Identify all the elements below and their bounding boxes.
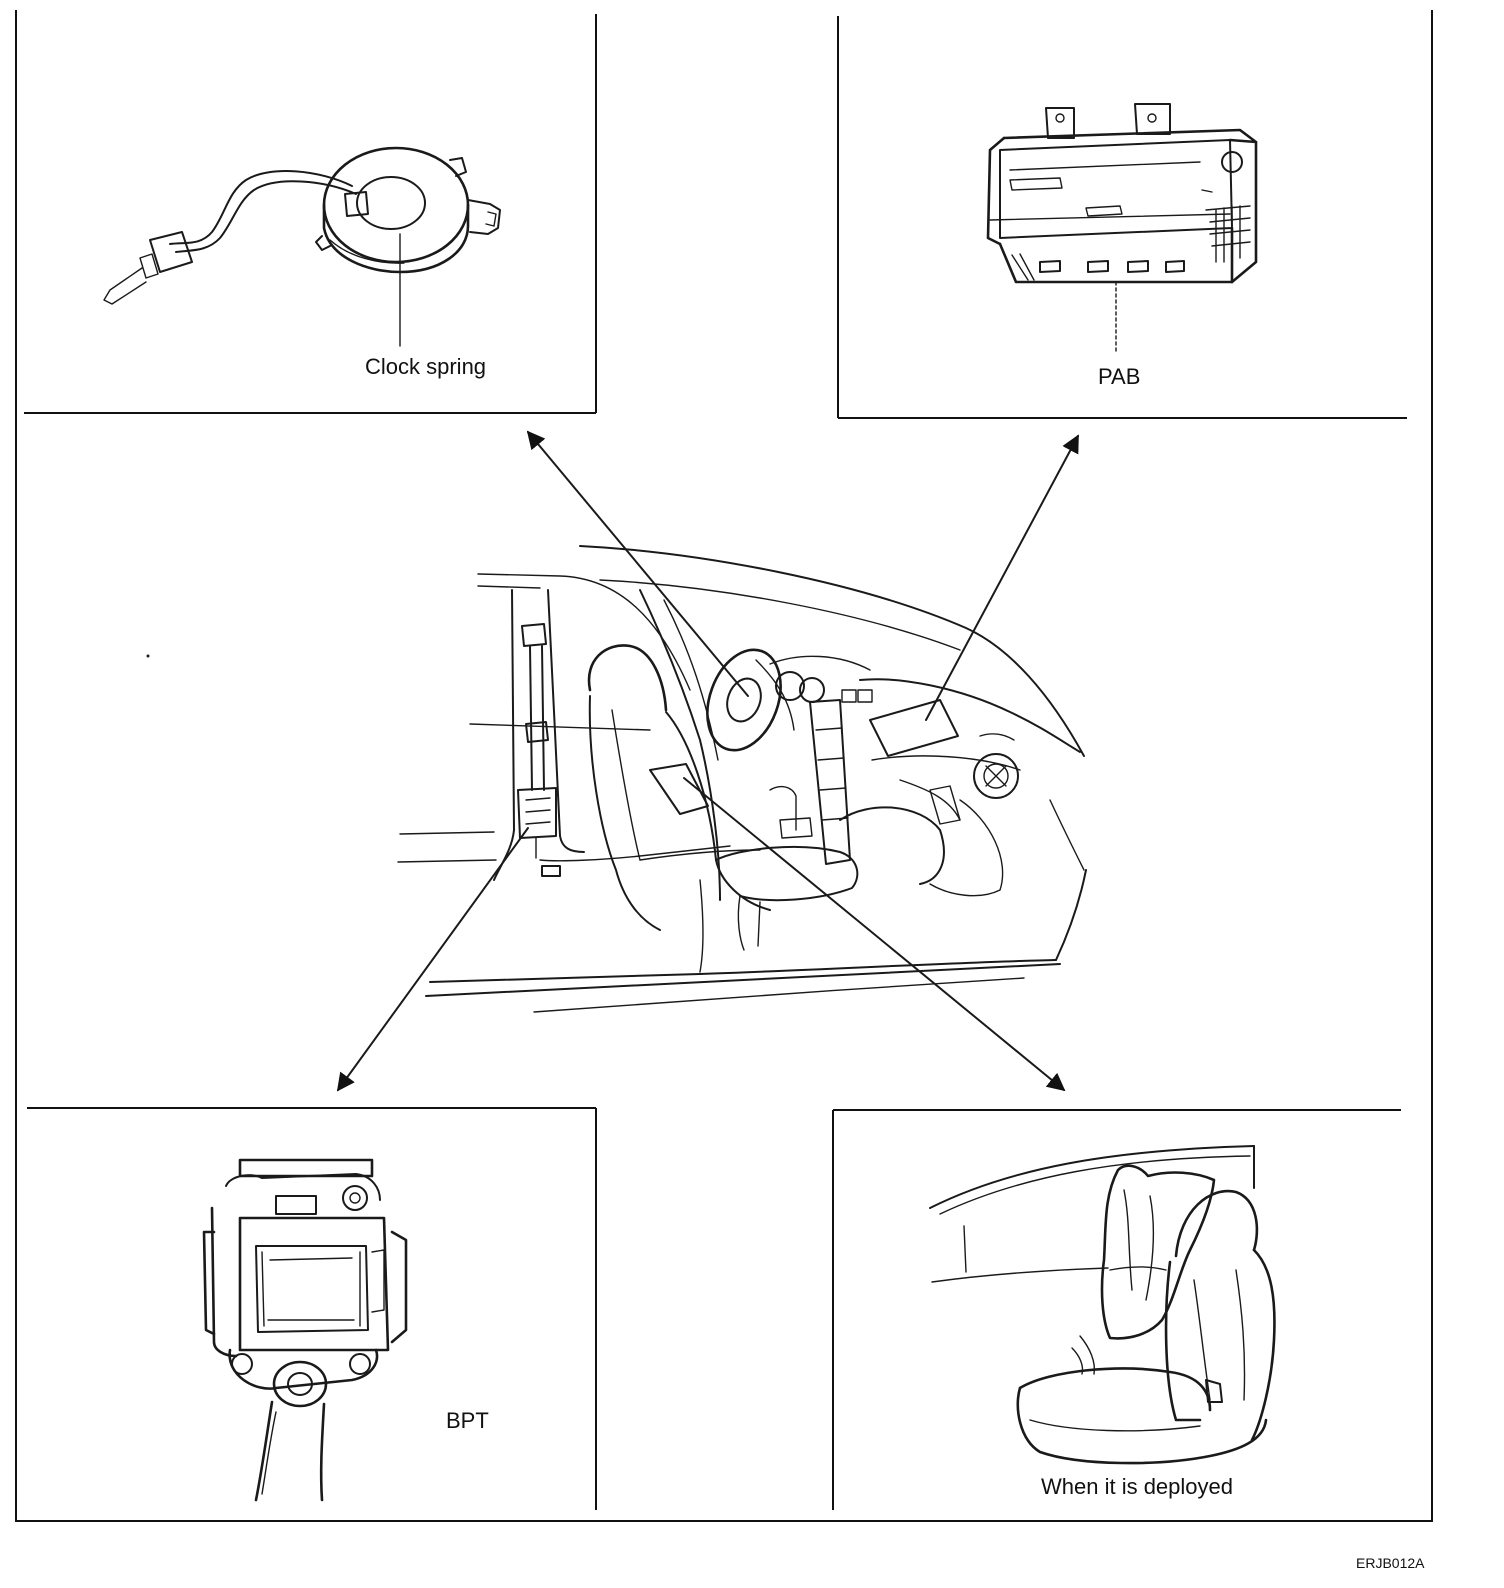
pab-label: PAB: [1098, 364, 1141, 389]
clock-spring-illustration: [103, 146, 501, 347]
arrow-side-airbag: [683, 777, 1066, 1092]
arrow-pab: [925, 434, 1079, 721]
bpt-label: BPT: [446, 1408, 489, 1433]
side-airbag-illustration: [929, 1145, 1276, 1465]
arrow-bpt: [336, 827, 529, 1092]
arrow-clock-spring: [526, 430, 749, 697]
outer-frame: [15, 10, 1433, 1522]
vehicle-interior-illustration: [146, 545, 1087, 1013]
panel-frame-side-airbag: [832, 1109, 1401, 1510]
pab-illustration: [986, 103, 1258, 353]
bpt-illustration: [202, 1158, 408, 1502]
panel-frame-bpt: [27, 1107, 597, 1510]
clock-spring-label: Clock spring: [365, 354, 487, 379]
side-airbag-label: When it is deployed: [1041, 1474, 1233, 1499]
panel-frame-pab: [837, 16, 1407, 419]
panel-frame-clock-spring: [24, 14, 597, 414]
figure-reference-code: ERJB012A: [1356, 1555, 1425, 1571]
